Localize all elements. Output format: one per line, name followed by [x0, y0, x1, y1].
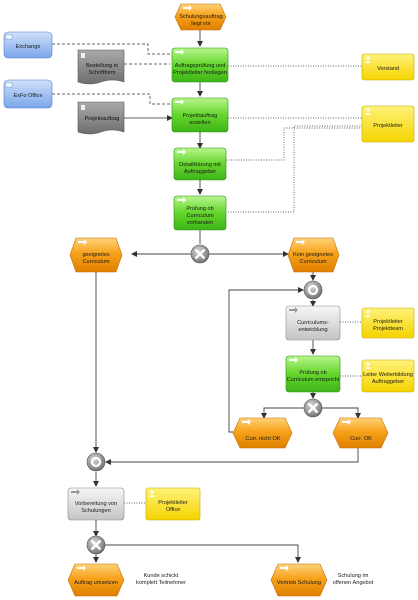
event-auftrag-umsetzen: Auftrag umsetzen [67, 563, 125, 597]
person-icon [366, 310, 370, 314]
person-icon [366, 108, 370, 112]
svg-text:Curr. OK: Curr. OK [350, 436, 372, 442]
role-vorstand: Vorstand [361, 53, 415, 81]
xor-connector-1 [190, 244, 210, 264]
xor-connector-2 [303, 280, 323, 300]
role-projektleiter: Projektleiter [361, 105, 415, 143]
projektleiter-association-3 [228, 125, 362, 213]
svg-text:Auftrag umsetzen: Auftrag umsetzen [74, 580, 118, 586]
monitor-icon [5, 82, 13, 88]
event-curr-nicht-ok: Curr. nicht OK [232, 417, 293, 449]
exchange-association [52, 43, 170, 55]
xor-connector-3 [303, 398, 323, 418]
svg-text:Exchange: Exchange [16, 44, 41, 50]
person-icon [366, 56, 370, 60]
function-curriculumsentwicklung: Curriculums-entwicklung [285, 305, 341, 341]
monitor-icon [5, 34, 13, 40]
document-icon [81, 53, 85, 58]
document-icon [81, 105, 85, 110]
svg-text:Projektauftrag: Projektauftrag [85, 116, 120, 122]
svg-text:Projektleiter: Projektleiter [373, 123, 403, 129]
system-exchange: Exchange [3, 31, 53, 59]
xor-connector-5 [86, 535, 106, 555]
svg-text:Curr. nicht OK: Curr. nicht OK [245, 436, 280, 442]
svg-text:Vorstand: Vorstand [377, 66, 399, 72]
event-vertrieb-schulung: Vertrieb Schulung [270, 563, 328, 597]
document-projektauftrag: Projektauftrag [77, 101, 125, 135]
exfo-association [52, 93, 170, 105]
svg-text:ExFo Office: ExFo Office [13, 93, 42, 99]
system-exfo-office: ExFo Office [3, 79, 53, 109]
svg-text:Vertrieb Schulung: Vertrieb Schulung [277, 580, 321, 586]
person-icon [366, 362, 370, 366]
person-icon [150, 490, 154, 494]
association-lines [52, 43, 362, 504]
xor-connector-4 [86, 452, 106, 472]
svg-text:Curriculums-entwicklung: Curriculums-entwicklung [297, 320, 329, 333]
event-curr-ok: Curr. OK [332, 417, 389, 449]
control-flow [93, 30, 361, 563]
